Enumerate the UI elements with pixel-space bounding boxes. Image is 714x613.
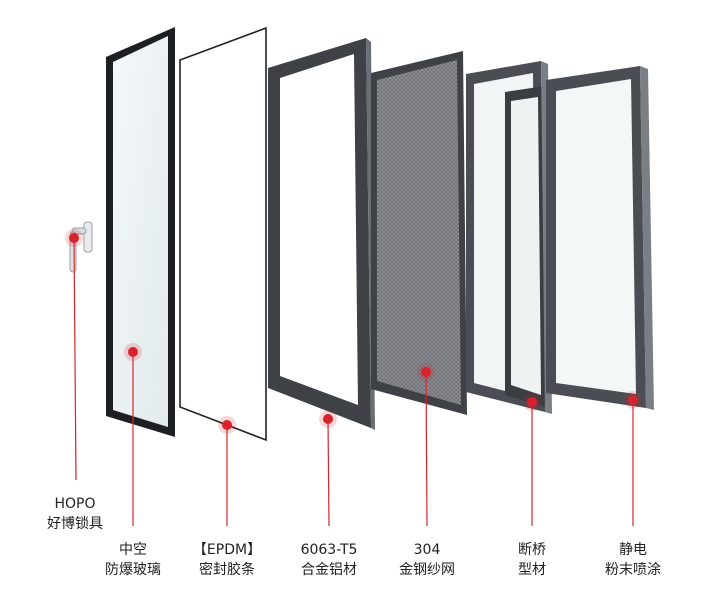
label-screen-line2: 金钢纱网 <box>399 562 455 578</box>
bridge-profile <box>466 61 552 414</box>
label-profile-line1: 6063-T5 <box>300 542 358 558</box>
label-coating: 静电 粉末喷涂 <box>605 540 661 580</box>
label-bridge-line1: 断桥 <box>518 542 546 558</box>
coating-frame <box>546 66 654 410</box>
label-coating-line2: 粉末喷涂 <box>605 562 661 578</box>
label-handle: HOPO 好博锁具 <box>47 494 103 534</box>
label-screen-line1: 304 <box>413 542 441 558</box>
label-handle-line2: 好博锁具 <box>47 516 103 532</box>
label-seal: 【EPDM】 密封胶条 <box>193 540 261 580</box>
glass-panel <box>106 27 175 437</box>
label-glass-line2: 防爆玻璃 <box>105 562 161 578</box>
label-glass: 中空 防爆玻璃 <box>105 540 161 580</box>
label-screen: 304 金钢纱网 <box>399 540 455 580</box>
leader-lines <box>73 237 634 527</box>
screen-panel <box>371 51 467 415</box>
seal-panel <box>179 26 267 442</box>
label-profile: 6063-T5 合金铝材 <box>301 540 358 580</box>
label-seal-line2: 密封胶条 <box>199 562 255 578</box>
label-profile-line2: 合金铝材 <box>300 562 357 578</box>
markers <box>65 229 642 434</box>
label-coating-line1: 静电 <box>619 542 647 558</box>
label-bridge: 断桥 型材 <box>518 540 546 580</box>
label-glass-line1: 中空 <box>119 542 147 558</box>
label-bridge-line2: 型材 <box>518 562 546 578</box>
label-seal-line1: 【EPDM】 <box>192 542 262 558</box>
label-handle-line1: HOPO <box>54 496 96 512</box>
profile-frame <box>268 38 375 430</box>
